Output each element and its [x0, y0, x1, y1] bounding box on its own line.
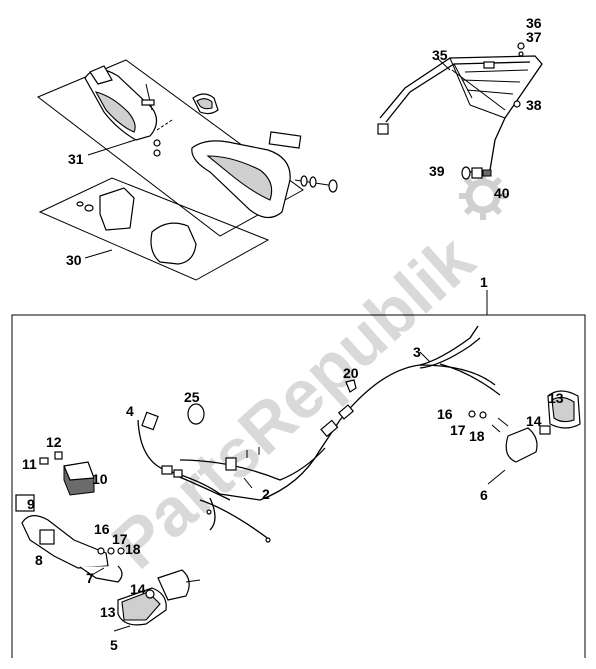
- bulb-14: [145, 589, 155, 599]
- callout-10: 10: [92, 471, 108, 487]
- callout-38: 38: [526, 97, 542, 113]
- cable-tie-ring-25: [187, 403, 205, 425]
- bulb-14b: [539, 425, 551, 435]
- luggage-rack: [377, 42, 543, 180]
- holder-7: [79, 565, 123, 583]
- callout-35: 35: [432, 47, 448, 63]
- callout-7: 7: [86, 570, 94, 586]
- watermark-gear-icon: [459, 172, 507, 220]
- callout-labels: 1 2 3 4 5 6 7 8 9 10 11 12 13 13 14 14 1…: [22, 15, 564, 653]
- callout-17-right: 17: [450, 422, 466, 438]
- clip-20: [345, 379, 357, 393]
- callout-31: 31: [68, 151, 84, 167]
- callout-14-right: 14: [526, 413, 542, 429]
- callout-37: 37: [526, 29, 542, 45]
- callout-11: 11: [22, 456, 37, 472]
- callout-2: 2: [262, 486, 270, 502]
- callout-36: 36: [526, 15, 542, 31]
- callout-16-left: 16: [94, 521, 110, 537]
- callout-4: 4: [126, 403, 134, 419]
- callout-13-right: 13: [548, 390, 564, 406]
- watermark-text: PartsRepublik: [98, 221, 489, 584]
- callout-9: 9: [27, 496, 35, 512]
- wiring-kit-box: [11, 290, 586, 658]
- callout-3: 3: [413, 344, 421, 360]
- callout-6: 6: [480, 487, 488, 503]
- callout-5: 5: [110, 637, 118, 653]
- callout-1: 1: [480, 274, 488, 290]
- watermark: PartsRepublik: [98, 221, 489, 584]
- callout-18-right: 18: [469, 428, 485, 444]
- wiring-harness: [137, 325, 501, 543]
- callout-20: 20: [343, 365, 359, 381]
- callout-30: 30: [66, 252, 82, 268]
- handguard-pad-group: [38, 177, 270, 281]
- callout-17-left: 17: [112, 531, 128, 547]
- callout-18-left: 18: [125, 541, 141, 557]
- nut-12: [54, 451, 63, 460]
- relay-4: [141, 411, 159, 431]
- callout-39: 39: [429, 163, 445, 179]
- callout-12: 12: [46, 434, 62, 450]
- turn-signal-body-6: [505, 427, 538, 463]
- callout-8: 8: [35, 552, 43, 568]
- leader-lines: [84, 57, 506, 632]
- callout-13-bottom: 13: [100, 604, 116, 620]
- flasher-relay-9: [15, 494, 35, 512]
- callout-40: 40: [494, 185, 510, 201]
- callout-16-right: 16: [437, 406, 453, 422]
- handguard-kit-group: [37, 59, 338, 237]
- screw-11: [39, 457, 49, 465]
- callout-14-bottom: 14: [130, 581, 146, 597]
- bracket-8: [21, 515, 109, 569]
- callout-25: 25: [184, 389, 200, 405]
